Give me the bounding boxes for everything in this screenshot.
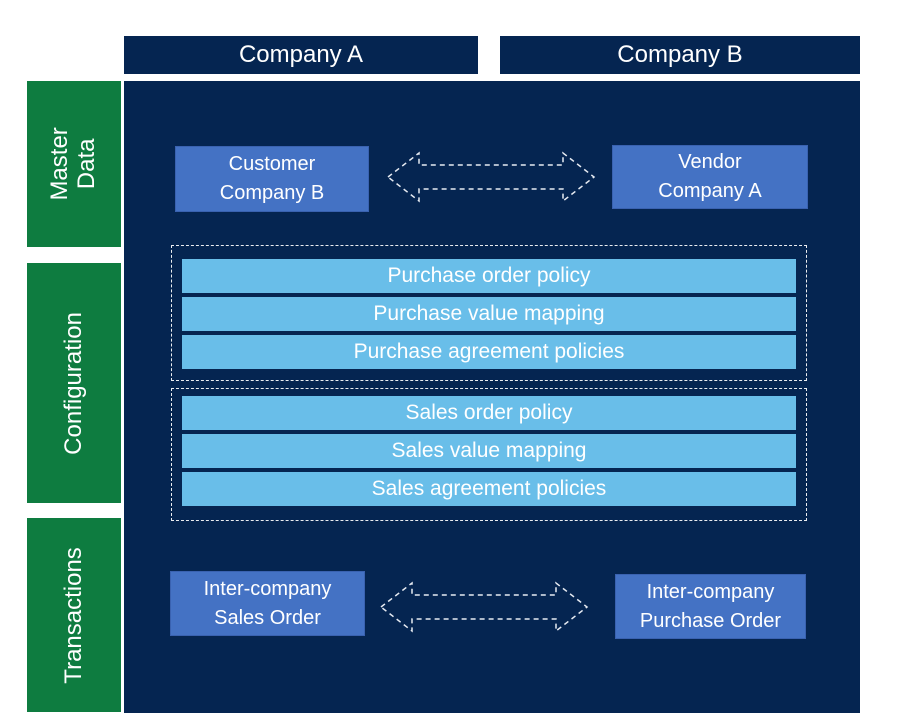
- sales-order-policy-label: Sales order policy: [405, 401, 573, 424]
- purchase-order-policy-label: Purchase order policy: [387, 264, 591, 287]
- section-master-data: Master Data: [27, 81, 121, 247]
- customer-company-b-label: Customer Company B: [219, 153, 325, 204]
- master-data-bidirectional-arrow-icon: [386, 151, 596, 203]
- sales-agreement-policies-bar: Sales agreement policies: [182, 472, 796, 506]
- intercompany-sales-order-box: Inter-company Sales Order: [170, 571, 365, 636]
- intercompany-purchase-order-box: Inter-company Purchase Order: [615, 574, 806, 639]
- section-configuration: Configuration: [27, 263, 121, 503]
- section-transactions: Transactions: [27, 518, 121, 712]
- sales-order-policy-bar: Sales order policy: [182, 396, 796, 430]
- intercompany-sales-order-label: Inter-company Sales Order: [203, 577, 332, 629]
- sales-value-mapping-label: Sales value mapping: [391, 439, 587, 462]
- purchase-agreement-policies-bar: Purchase agreement policies: [182, 335, 796, 369]
- purchase-value-mapping-label: Purchase value mapping: [373, 302, 605, 325]
- purchase-value-mapping-bar: Purchase value mapping: [182, 297, 796, 331]
- purchase-config-group: Purchase order policy Purchase value map…: [171, 245, 807, 381]
- transactions-bidirectional-arrow-icon: [379, 581, 589, 633]
- customer-company-b-box: Customer Company B: [175, 146, 369, 212]
- purchase-order-policy-bar: Purchase order policy: [182, 259, 796, 293]
- vendor-company-a-box: Vendor Company A: [612, 145, 808, 209]
- company-b-header: Company B: [500, 36, 860, 74]
- vendor-company-a-label: Vendor Company A: [658, 151, 762, 202]
- sales-value-mapping-bar: Sales value mapping: [182, 434, 796, 468]
- company-b-header-label: Company B: [617, 41, 743, 68]
- company-a-header-label: Company A: [238, 41, 364, 68]
- intercompany-purchase-order-label: Inter-company Purchase Order: [639, 580, 782, 632]
- section-configuration-label: Configuration: [59, 311, 87, 455]
- company-a-header: Company A: [124, 36, 478, 74]
- section-master-data-label: Master Data: [46, 127, 100, 201]
- section-transactions-label: Transactions: [59, 546, 87, 684]
- sales-agreement-policies-label: Sales agreement policies: [371, 477, 607, 500]
- sales-config-group: Sales order policy Sales value mapping S…: [171, 388, 807, 521]
- purchase-agreement-policies-label: Purchase agreement policies: [353, 340, 625, 363]
